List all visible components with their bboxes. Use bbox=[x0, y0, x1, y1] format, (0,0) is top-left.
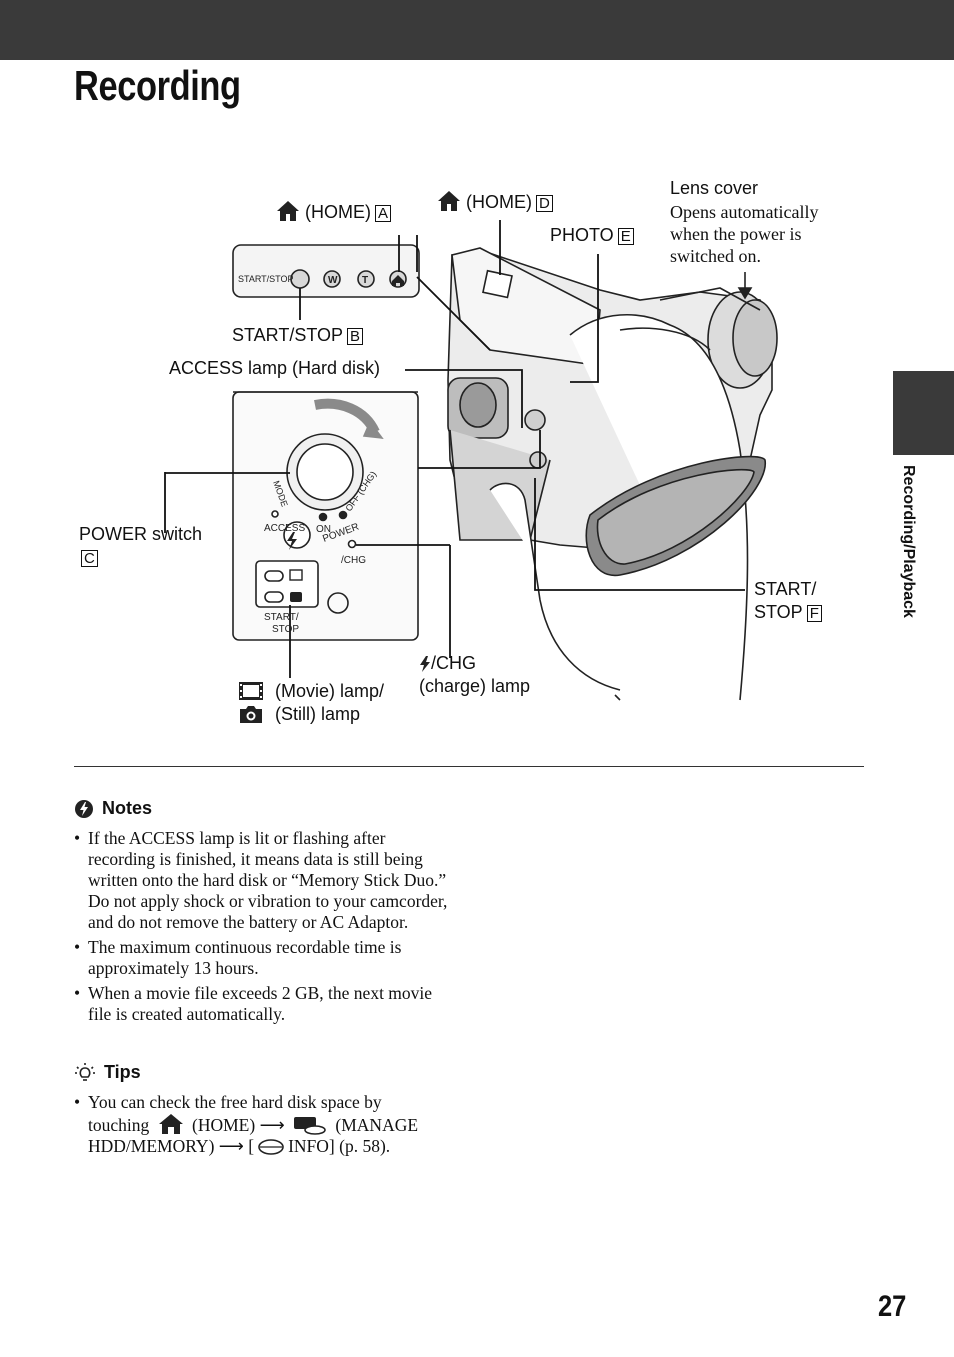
section-tab-label: Recording/Playback bbox=[900, 465, 917, 618]
notes-icon bbox=[75, 800, 93, 819]
section-tab-label-wrap: Recording/Playback bbox=[897, 465, 921, 640]
notes-heading-text: Notes bbox=[102, 798, 153, 818]
list-item: When a movie file exceeds 2 GB, the next… bbox=[74, 983, 454, 1025]
panel-on: ON bbox=[316, 524, 331, 535]
arrow-right-icon: ⟶ bbox=[218, 1136, 244, 1156]
key-c: C bbox=[81, 550, 98, 567]
section-tab bbox=[893, 371, 954, 455]
tips-heading: Tips bbox=[74, 1062, 141, 1084]
arrow-right-icon: ⟶ bbox=[259, 1115, 285, 1135]
panel-home-icon bbox=[392, 275, 404, 286]
label-home-d: (HOME)D bbox=[437, 190, 553, 214]
flash-icon bbox=[420, 656, 430, 672]
panel-access: ACCESS bbox=[264, 523, 305, 534]
start-stop-f-text-2: STOP bbox=[754, 602, 803, 622]
home-icon bbox=[277, 201, 299, 221]
key-a: A bbox=[375, 205, 392, 222]
home-icon bbox=[438, 191, 460, 211]
flash-icon bbox=[287, 532, 297, 550]
still-lamp-text: (Still) lamp bbox=[275, 704, 361, 724]
label-power-switch: POWER switch C bbox=[79, 523, 202, 569]
home-a-text: (HOME) bbox=[305, 202, 372, 222]
hdd-info-icon bbox=[258, 1139, 284, 1155]
key-e: E bbox=[617, 228, 634, 245]
movie-lamp-text: (Movie) lamp/ bbox=[275, 681, 385, 701]
panel-start-2: STOP bbox=[272, 624, 299, 635]
button-panel bbox=[232, 244, 420, 298]
home-d-text: (HOME) bbox=[466, 192, 533, 212]
tips-text-1: You can check the free hard disk space b… bbox=[88, 1092, 382, 1135]
notes-list: If the ACCESS lamp is lit or flashing af… bbox=[74, 828, 454, 1029]
label-chg-lamp: /CHG (charge) lamp bbox=[419, 652, 530, 698]
notes-heading: Notes bbox=[74, 798, 152, 819]
panel-start-1: START/ bbox=[264, 612, 299, 623]
section-divider bbox=[74, 766, 864, 767]
panel-t: T bbox=[362, 275, 368, 286]
camcorder-figure: START/STOP W T ACCESS ON POWER /CHG OFF … bbox=[60, 160, 860, 750]
label-home-a: (HOME)A bbox=[276, 200, 392, 224]
chg-text-2: (charge) lamp bbox=[419, 676, 531, 696]
tips-heading-text: Tips bbox=[104, 1062, 141, 1082]
manage-hdd-icon bbox=[294, 1117, 326, 1135]
panel-start-stop: START/STOP bbox=[238, 274, 294, 284]
label-lens-cover-desc: Opens automatically when the power is sw… bbox=[670, 202, 819, 266]
tips-text-3: (MANAGE HDD/MEMORY) bbox=[88, 1115, 419, 1156]
tips-text-5: INFO] (p. 58). bbox=[288, 1136, 391, 1156]
header-bar bbox=[0, 0, 954, 60]
tips-text-4: [ bbox=[248, 1136, 255, 1156]
key-f: F bbox=[806, 605, 822, 622]
start-stop-b-text: START/STOP bbox=[232, 325, 344, 345]
key-b: B bbox=[347, 328, 364, 345]
tips-list: You can check the free hard disk space b… bbox=[74, 1092, 434, 1161]
panel-w: W bbox=[328, 275, 338, 286]
movie-film-icon bbox=[239, 682, 263, 700]
list-item: You can check the free hard disk space b… bbox=[74, 1092, 434, 1157]
lightbulb-icon bbox=[75, 1063, 95, 1082]
label-lens-cover-title: Lens cover bbox=[670, 178, 759, 198]
tips-text-2: (HOME) bbox=[192, 1115, 256, 1135]
page-title: Recording bbox=[74, 62, 241, 109]
label-movie-still-lamp: (Movie) lamp/ (Still) lamp bbox=[238, 680, 384, 726]
camcorder-illustration: START/STOP W T ACCESS ON POWER /CHG OFF … bbox=[164, 220, 778, 701]
list-item: The maximum continuous recordable time i… bbox=[74, 937, 454, 979]
chg-text-1: /CHG bbox=[431, 653, 476, 673]
panel-icons bbox=[287, 275, 404, 602]
page-number: 27 bbox=[878, 1290, 907, 1323]
label-access-lamp: ACCESS lamp (Hard disk) bbox=[169, 358, 381, 378]
film-icon bbox=[289, 569, 303, 581]
panel-chg: /CHG bbox=[341, 555, 366, 566]
list-item: If the ACCESS lamp is lit or flashing af… bbox=[74, 828, 454, 933]
power-switch-text: POWER switch bbox=[79, 524, 203, 544]
start-stop-f-text-1: START/ bbox=[754, 579, 817, 599]
still-camera-icon bbox=[240, 706, 262, 723]
photo-text: PHOTO bbox=[550, 225, 614, 245]
key-d: D bbox=[536, 195, 553, 212]
home-icon bbox=[158, 1114, 183, 1134]
camera-icon bbox=[290, 592, 302, 602]
